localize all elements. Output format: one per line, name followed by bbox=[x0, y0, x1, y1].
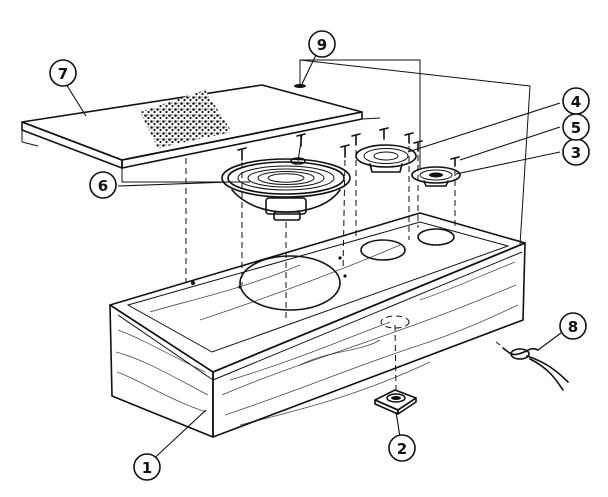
svg-text:8: 8 bbox=[568, 318, 578, 336]
callout-7: 7 bbox=[49, 59, 77, 87]
svg-text:6: 6 bbox=[98, 177, 108, 195]
callout-2: 2 bbox=[388, 434, 416, 462]
port-tube bbox=[374, 389, 417, 415]
svg-text:3: 3 bbox=[571, 144, 581, 162]
callout-3: 3 bbox=[562, 138, 590, 166]
callout-1: 1 bbox=[133, 453, 161, 481]
callout-6: 6 bbox=[89, 171, 117, 199]
svg-text:5: 5 bbox=[571, 119, 581, 137]
callout-5: 5 bbox=[562, 113, 590, 141]
svg-text:2: 2 bbox=[397, 440, 407, 458]
woofer-speaker bbox=[221, 134, 351, 221]
assembly-lines bbox=[121, 59, 531, 391]
leader-lines bbox=[65, 54, 562, 466]
callout-9: 9 bbox=[308, 30, 336, 58]
wood-grain bbox=[115, 244, 519, 426]
svg-text:9: 9 bbox=[317, 36, 327, 54]
port-hole bbox=[380, 315, 410, 329]
cabinet-box bbox=[109, 212, 526, 438]
svg-text:7: 7 bbox=[58, 65, 68, 83]
speaker-cord bbox=[495, 341, 569, 391]
callout-4: 4 bbox=[562, 87, 590, 115]
mounting-screws bbox=[237, 127, 460, 167]
baffle-holes bbox=[191, 228, 455, 311]
tweeter-speaker bbox=[411, 166, 461, 187]
svg-text:4: 4 bbox=[571, 93, 581, 111]
midrange-speaker bbox=[355, 144, 417, 173]
svg-text:1: 1 bbox=[142, 459, 152, 477]
callout-8: 8 bbox=[559, 312, 587, 340]
grille-panel bbox=[21, 84, 363, 169]
